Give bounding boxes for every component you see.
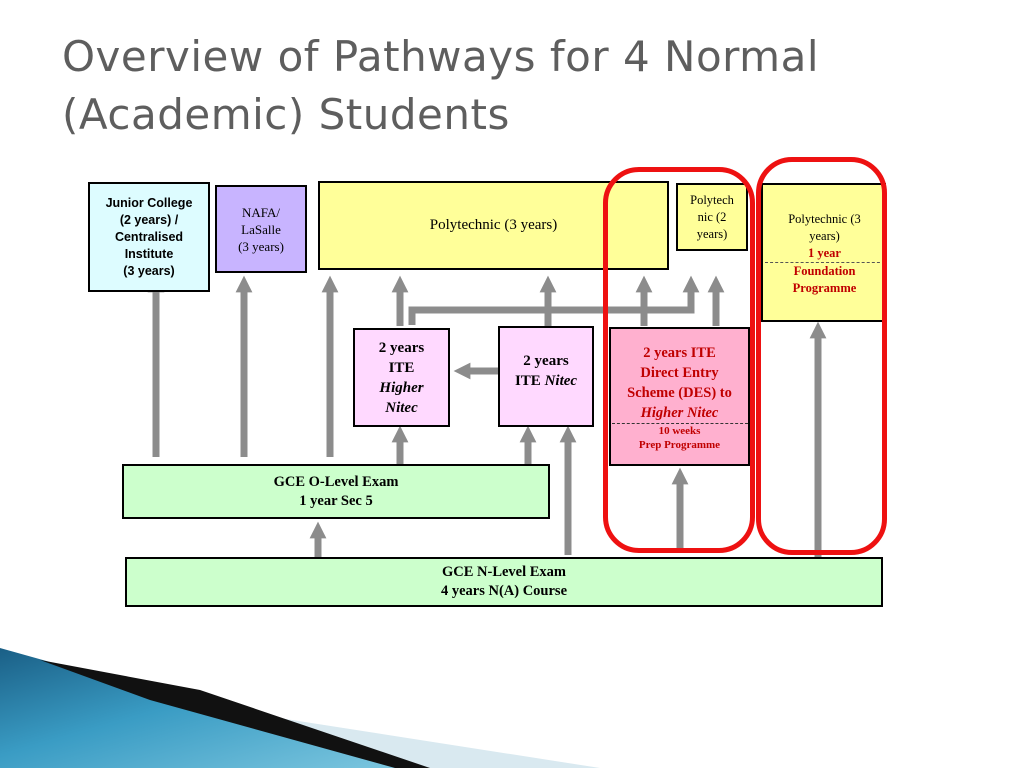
des-line: Higher Nitec — [640, 405, 719, 421]
ite-nitec-box: 2 years ITE Nitec — [498, 326, 594, 427]
poly2-line: years) — [696, 226, 728, 241]
junior-college-line: Centralised — [114, 229, 184, 244]
poly-foundation-line: years) — [809, 229, 840, 243]
n-level-line: GCE N-Level Exam — [441, 564, 567, 580]
slide-title: Overview of Pathways for 4 Normal (Acade… — [62, 32, 819, 139]
nafa-line: LaSalle — [241, 221, 281, 237]
junior-college-line: Institute — [124, 246, 174, 261]
foundation-highlight-line: 1 year — [808, 246, 841, 260]
junior-college-line: (3 years) — [123, 263, 175, 278]
junior-college-line: Junior College — [105, 195, 193, 210]
des-sub-line: Prep Programme — [638, 439, 721, 451]
des-line: 2 years ITE — [643, 345, 716, 361]
n-level-line: 4 years N(A) Course — [440, 583, 568, 599]
junior-college-box: Junior College (2 years) / Centralised I… — [88, 182, 210, 292]
des-line: Direct Entry — [640, 365, 719, 381]
poly2-line: nic (2 — [697, 209, 727, 224]
ite-nitec-ite: ITE — [514, 372, 541, 389]
foundation-highlight-line: Foundation — [793, 264, 856, 278]
des-sub-line: 10 weeks — [658, 425, 701, 437]
ite-higher-line: 2 years — [378, 339, 425, 356]
des-highlight-ring — [603, 167, 755, 553]
des-box: 2 years ITE Direct Entry Scheme (DES) to… — [609, 327, 750, 466]
ite-nitec-line: ITE Nitec — [515, 371, 577, 391]
o-level-line: 1 year Sec 5 — [299, 492, 373, 509]
nafa-line: (3 years) — [238, 238, 284, 254]
swoosh-dark — [40, 660, 430, 768]
nafa-lasalle-box: NAFA/ LaSalle (3 years) — [215, 185, 307, 273]
polytechnic-foundation-box: Polytechnic (3 years) 1 year Foundation … — [761, 183, 886, 322]
des-line: Scheme (DES) to — [627, 385, 732, 401]
foundation-highlight-ring — [756, 157, 887, 555]
foundation-divider — [764, 262, 885, 263]
des-divider — [611, 423, 748, 424]
junior-college-line: (2 years) / — [119, 212, 179, 227]
ite-higher-line: Nitec — [385, 399, 418, 416]
arrow-ite-bracket-to-poly2 — [408, 275, 700, 325]
ite-higher-nitec-box: 2 years ITE Higher Nitec — [353, 328, 450, 427]
foundation-highlight-line: Programme — [792, 281, 857, 295]
ite-higher-line: Higher — [379, 379, 424, 396]
polytechnic-3-years-label: Polytechnic (3 years) — [429, 217, 558, 233]
nafa-line: NAFA/ — [241, 204, 281, 220]
ite-nitec-nitec: Nitec — [544, 372, 578, 389]
poly-foundation-line: Polytechnic (3 — [788, 212, 861, 226]
o-level-line: GCE O-Level Exam — [273, 473, 399, 490]
ite-nitec-line: 2 years — [523, 352, 569, 369]
o-level-box: GCE O-Level Exam 1 year Sec 5 — [122, 464, 550, 519]
ite-higher-line: ITE — [388, 359, 415, 376]
n-level-box: GCE N-Level Exam 4 years N(A) Course — [125, 557, 883, 607]
